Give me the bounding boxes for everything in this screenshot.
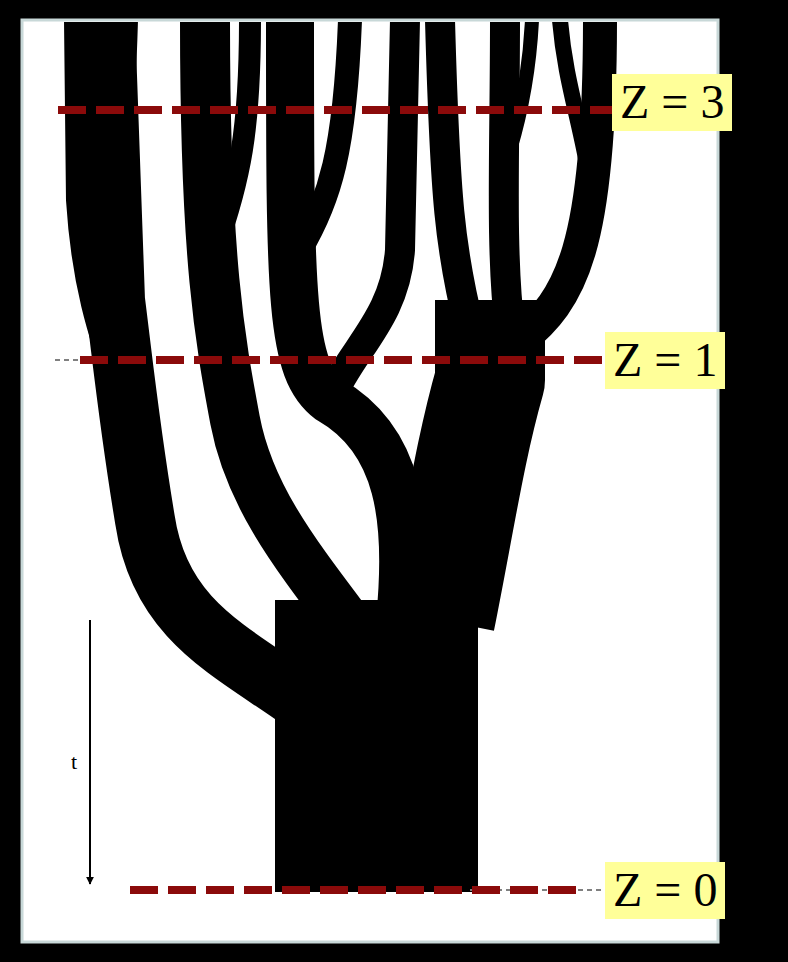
redshift-line bbox=[80, 356, 602, 364]
tree-shape bbox=[78, 22, 600, 892]
redshift-label-box: Z = 3 bbox=[612, 74, 732, 131]
guide-line bbox=[55, 359, 80, 361]
redshift-line bbox=[130, 886, 585, 894]
redshift-label-box: Z = 1 bbox=[605, 332, 725, 389]
redshift-line bbox=[58, 106, 612, 114]
redshift-label: Z = 1 bbox=[613, 334, 717, 387]
axis-label: t bbox=[71, 750, 77, 774]
time-arrow bbox=[89, 620, 91, 884]
panel bbox=[22, 20, 718, 942]
redshift-label: Z = 0 bbox=[613, 864, 717, 917]
redshift-label-box: Z = 0 bbox=[605, 862, 725, 919]
redshift-label: Z = 3 bbox=[620, 76, 724, 129]
